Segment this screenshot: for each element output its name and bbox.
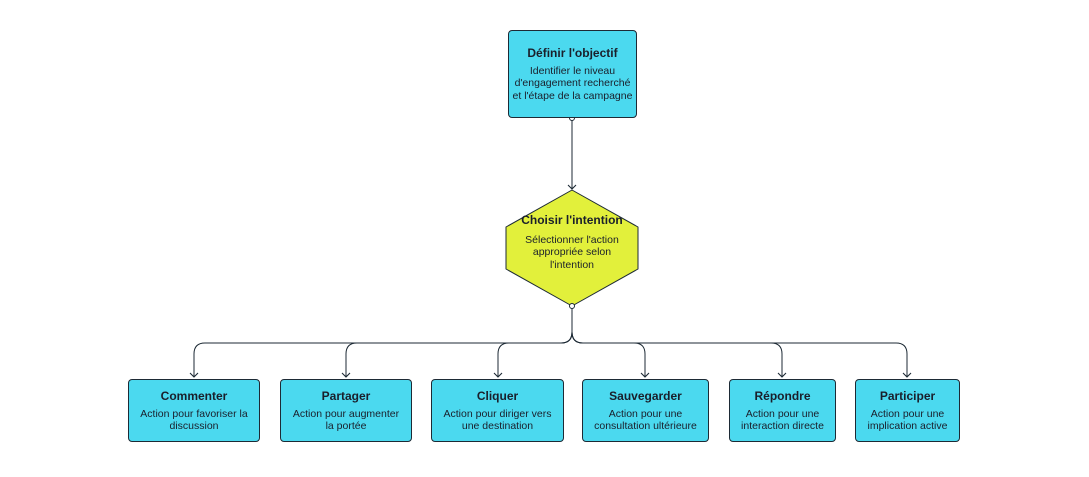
action-description: Action pour diriger vers une destination bbox=[443, 407, 552, 433]
decision-description: Sélectionner l'action appropriée selon l… bbox=[525, 233, 619, 271]
action-node-sauvegarder: Sauvegarder Action pour une consultation… bbox=[582, 379, 709, 442]
connector-branch-dot bbox=[569, 303, 575, 309]
connector-branch-commenter bbox=[189, 306, 573, 378]
decision-title: Choisir l'intention bbox=[521, 213, 623, 227]
connector-branch-repondre bbox=[571, 306, 787, 378]
connector-branch-participer bbox=[571, 306, 912, 378]
action-node-cliquer: Cliquer Action pour diriger vers une des… bbox=[431, 379, 564, 442]
action-description: Action pour favoriser la discussion bbox=[140, 407, 248, 433]
action-node-participer: Participer Action pour une implication a… bbox=[855, 379, 960, 442]
root-node: Définir l'objectif Identifier le niveau … bbox=[508, 30, 637, 118]
connector-branch-partager bbox=[341, 306, 573, 378]
action-title: Répondre bbox=[754, 388, 811, 403]
action-description: Action pour une interaction directe bbox=[741, 407, 824, 433]
action-node-partager: Partager Action pour augmenter la portée bbox=[280, 379, 412, 442]
root-description: Identifier le niveau d'engagement recher… bbox=[512, 64, 633, 102]
action-title: Participer bbox=[879, 388, 936, 403]
action-description: Action pour une implication active bbox=[867, 407, 948, 433]
connector-branch-sauvegarder bbox=[571, 306, 650, 378]
root-title: Définir l'objectif bbox=[527, 45, 618, 60]
decision-node: Choisir l'intention Sélectionner l'actio… bbox=[514, 213, 630, 271]
connector-branch-cliquer bbox=[493, 306, 573, 378]
action-title: Commenter bbox=[160, 388, 228, 403]
action-node-repondre: Répondre Action pour une interaction dir… bbox=[729, 379, 836, 442]
action-title: Sauvegarder bbox=[609, 388, 682, 403]
action-title: Cliquer bbox=[476, 388, 519, 403]
action-title: Partager bbox=[321, 388, 371, 403]
action-description: Action pour augmenter la portée bbox=[292, 407, 400, 433]
action-node-commenter: Commenter Action pour favoriser la discu… bbox=[128, 379, 260, 442]
action-description: Action pour une consultation ultérieure bbox=[594, 407, 697, 433]
